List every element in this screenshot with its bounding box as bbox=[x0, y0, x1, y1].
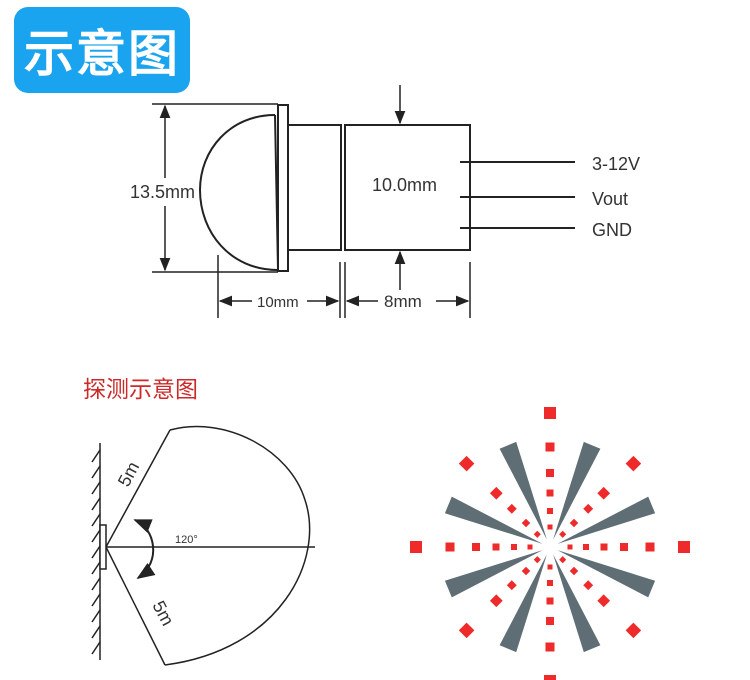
gray-zone-wedge-4 bbox=[557, 496, 656, 544]
sensor-center-point bbox=[547, 544, 553, 550]
red-zone-segment-5 bbox=[645, 542, 655, 552]
red-zone-segment-4 bbox=[620, 543, 628, 551]
gray-zone-wedge-3 bbox=[444, 496, 543, 544]
red-zone-segment-18 bbox=[533, 530, 541, 538]
red-zone-segment-36 bbox=[546, 597, 554, 605]
red-zone-segment-35 bbox=[547, 580, 553, 586]
gray-zone-wedge-7 bbox=[499, 554, 547, 653]
detection-heading: 探测示意图 bbox=[83, 377, 198, 403]
red-zone-segment-16 bbox=[545, 442, 555, 452]
red-zone-segment-30 bbox=[521, 566, 531, 576]
gray-zone-wedge-8 bbox=[553, 554, 601, 653]
height-label: 13.5mm bbox=[130, 182, 195, 202]
lens-length-label: 10mm bbox=[257, 294, 299, 311]
red-zone-segment-23 bbox=[527, 544, 533, 550]
sensor-body bbox=[287, 124, 342, 251]
height-dimension bbox=[152, 103, 278, 273]
red-zone-segment-2 bbox=[583, 544, 589, 550]
red-zone-segment-29 bbox=[533, 556, 541, 564]
red-zone-segment-24 bbox=[511, 544, 517, 550]
flange bbox=[277, 104, 289, 272]
red-zone-segment-9 bbox=[583, 503, 594, 514]
red-zone-segment-26 bbox=[472, 543, 480, 551]
detection-zone-pattern bbox=[410, 407, 690, 680]
bottom-dimensions bbox=[217, 255, 471, 318]
red-zone-segment-27 bbox=[445, 542, 455, 552]
red-zone-segment-10 bbox=[597, 486, 611, 500]
red-zone-segment-25 bbox=[492, 543, 500, 551]
red-zone-segment-8 bbox=[569, 518, 579, 528]
sensor-base bbox=[344, 124, 471, 251]
red-zone-segment-38 bbox=[545, 642, 555, 652]
red-zone-segment-1 bbox=[567, 544, 573, 550]
gray-zone-wedge-1 bbox=[499, 441, 547, 540]
pin-label-vout: Vout bbox=[592, 189, 628, 209]
dome-lens bbox=[198, 114, 279, 271]
red-zone-segment-22 bbox=[458, 455, 475, 472]
red-zone-segment-33 bbox=[458, 622, 475, 639]
red-zone-segment-7 bbox=[559, 530, 567, 538]
angle-label: 120° bbox=[175, 534, 198, 546]
red-zone-segment-42 bbox=[583, 580, 594, 591]
red-zone-segment-21 bbox=[489, 486, 503, 500]
red-zone-segment-41 bbox=[569, 566, 579, 576]
wall bbox=[91, 443, 101, 660]
red-zone-segment-6 bbox=[678, 541, 690, 553]
red-zone-segment-20 bbox=[506, 503, 517, 514]
detection-sector bbox=[105, 425, 315, 666]
red-zone-segment-44 bbox=[625, 622, 642, 639]
sensor-drawing bbox=[198, 104, 575, 272]
page-title: 示意图 bbox=[14, 7, 190, 93]
range-label-lower: 5m bbox=[148, 597, 177, 628]
gray-zone-wedge-6 bbox=[557, 550, 656, 598]
gray-zone-wedge-5 bbox=[444, 550, 543, 598]
red-zone-segment-37 bbox=[546, 617, 554, 625]
red-zone-segment-17 bbox=[544, 407, 556, 419]
base-length-label: 8mm bbox=[384, 292, 422, 311]
red-zone-segment-40 bbox=[559, 556, 567, 564]
red-zone-segment-34 bbox=[547, 564, 553, 570]
red-zone-segment-3 bbox=[600, 543, 608, 551]
range-label-upper: 5m bbox=[114, 458, 143, 489]
body-length-label: 10.0mm bbox=[372, 175, 437, 195]
red-zone-segment-14 bbox=[546, 489, 554, 497]
red-zone-segment-31 bbox=[506, 580, 517, 591]
red-zone-segment-28 bbox=[410, 541, 422, 553]
red-zone-segment-12 bbox=[547, 524, 553, 530]
mounted-sensor bbox=[99, 524, 107, 570]
red-zone-segment-43 bbox=[597, 594, 611, 608]
pin-label-gnd: GND bbox=[592, 220, 632, 240]
red-zone-segment-11 bbox=[625, 455, 642, 472]
red-zone-segment-32 bbox=[489, 594, 503, 608]
pin-label-vcc: 3-12V bbox=[592, 154, 640, 174]
red-zone-segment-13 bbox=[547, 508, 553, 514]
red-zone-segment-19 bbox=[521, 518, 531, 528]
gray-zone-wedge-2 bbox=[553, 441, 601, 540]
red-zone-segment-15 bbox=[546, 469, 554, 477]
red-zone-segment-39 bbox=[544, 675, 556, 680]
